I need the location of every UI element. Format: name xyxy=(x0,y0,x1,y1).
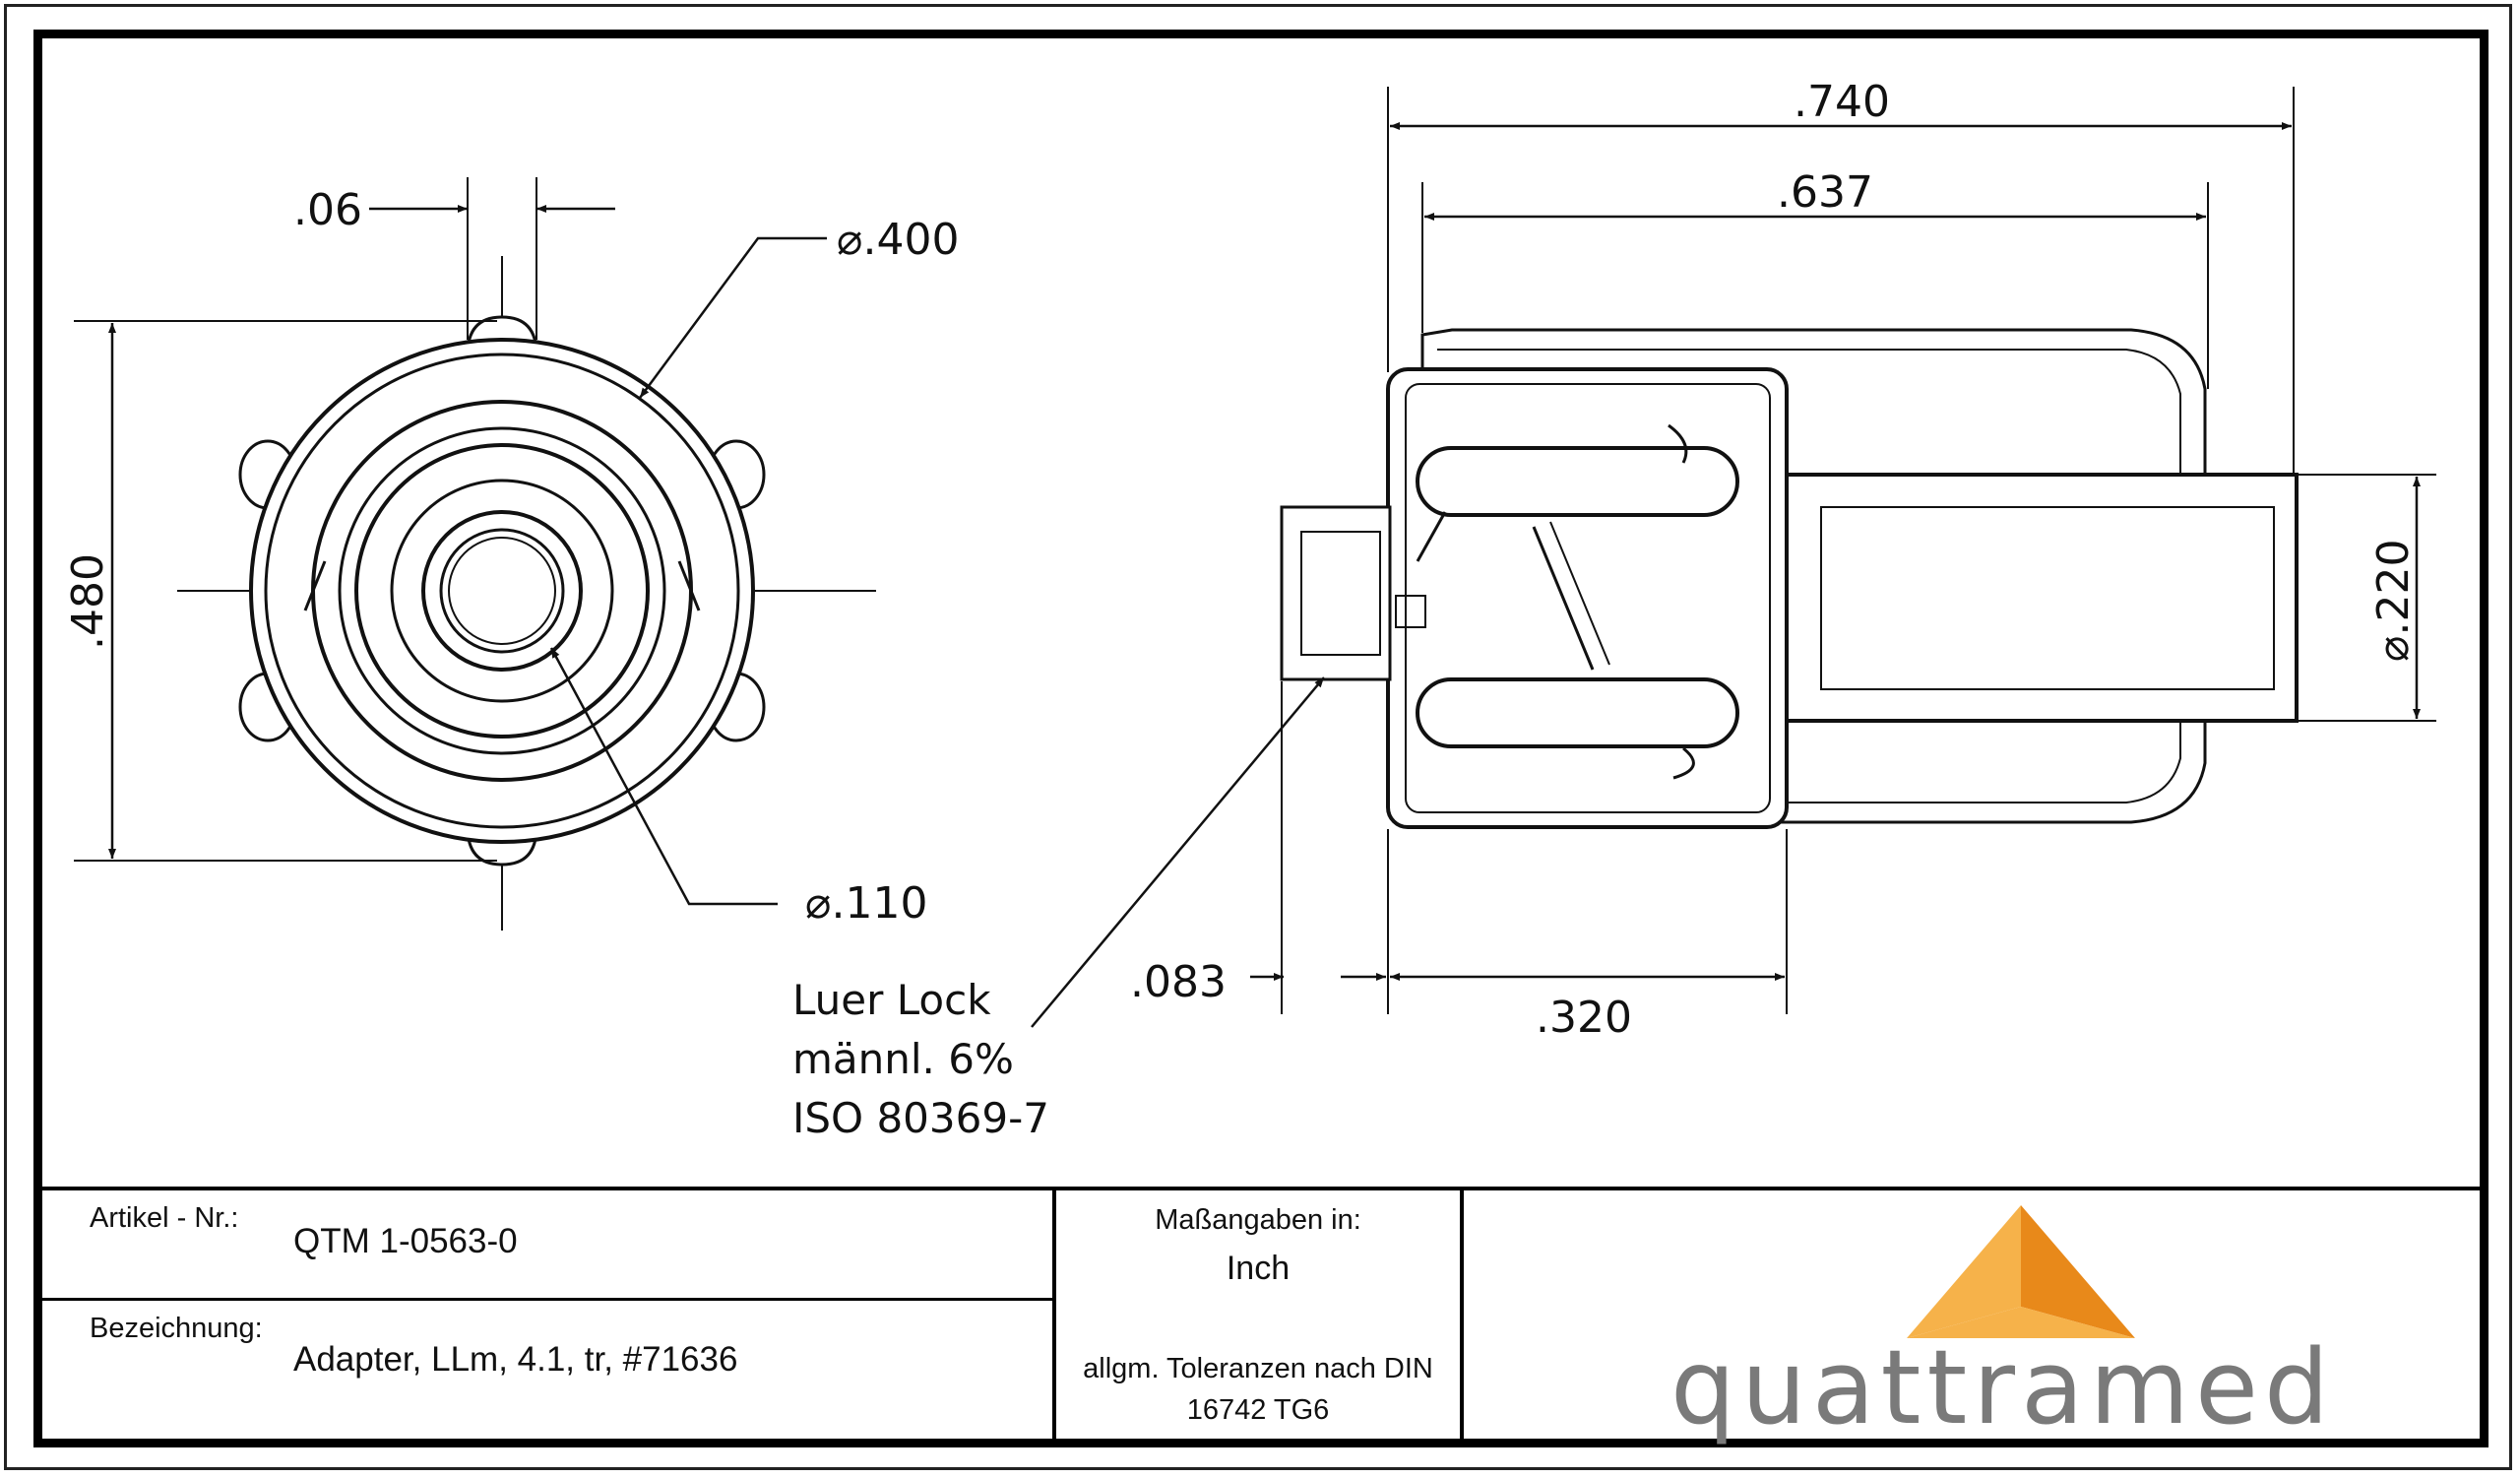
note-line-1: Luer Lock xyxy=(792,976,991,1024)
dim-front-inner-dia: ⌀.110 xyxy=(805,878,927,929)
front-rings xyxy=(249,338,755,844)
technical-drawing: .06 ⌀.400 .480 ⌀.110 xyxy=(63,77,2436,1142)
article-value: QTM 1-0563-0 xyxy=(293,1222,518,1260)
designation-value: Adapter, LLm, 4.1, tr, #71636 xyxy=(293,1340,738,1379)
dim-front-outer-dia: ⌀.400 xyxy=(837,215,959,265)
dim-side-tip-dia: ⌀.220 xyxy=(2368,540,2419,662)
article-row: Artikel - Nr.: QTM 1-0563-0 xyxy=(42,1190,1052,1301)
dim-front-width: .06 xyxy=(293,185,362,235)
front-view xyxy=(74,177,876,931)
dim-side-body: .637 xyxy=(1777,167,1873,218)
note-line-2: männl. 6% xyxy=(792,1035,1014,1083)
logo-wordmark: quattramed xyxy=(1670,1327,2336,1447)
side-view xyxy=(1031,87,2436,1028)
logo-pyramid-icon xyxy=(1907,1205,2135,1338)
title-block: Artikel - Nr.: QTM 1-0563-0 Bezeichnung:… xyxy=(42,1187,2480,1439)
drawing-border xyxy=(33,30,2488,1447)
outer-frame xyxy=(4,4,2512,1470)
tolerance-note: allgm. Toleranzen nach DIN 16742 TG6 xyxy=(1083,1353,1433,1426)
dim-front-height: .480 xyxy=(63,553,113,650)
note-line-3: ISO 80369-7 xyxy=(792,1094,1049,1142)
designation-row: Bezeichnung: Adapter, LLm, 4.1, tr, #716… xyxy=(42,1301,1052,1439)
company-logo: quattramed xyxy=(1464,1190,2480,1439)
article-label: Artikel - Nr.: xyxy=(90,1202,239,1234)
title-block-units: Maßangaben in: Inch allgm. Toleranzen na… xyxy=(1056,1190,1464,1439)
units-label: Maßangaben in: xyxy=(1155,1204,1361,1236)
units-value: Inch xyxy=(1226,1250,1291,1287)
designation-label: Bezeichnung: xyxy=(90,1313,263,1344)
title-block-identification: Artikel - Nr.: QTM 1-0563-0 Bezeichnung:… xyxy=(42,1190,1056,1439)
dim-side-lock: .083 xyxy=(1130,957,1227,1007)
dim-side-overall: .740 xyxy=(1794,77,1890,127)
dim-side-collar: .320 xyxy=(1536,993,1632,1043)
front-lugs xyxy=(238,315,766,867)
